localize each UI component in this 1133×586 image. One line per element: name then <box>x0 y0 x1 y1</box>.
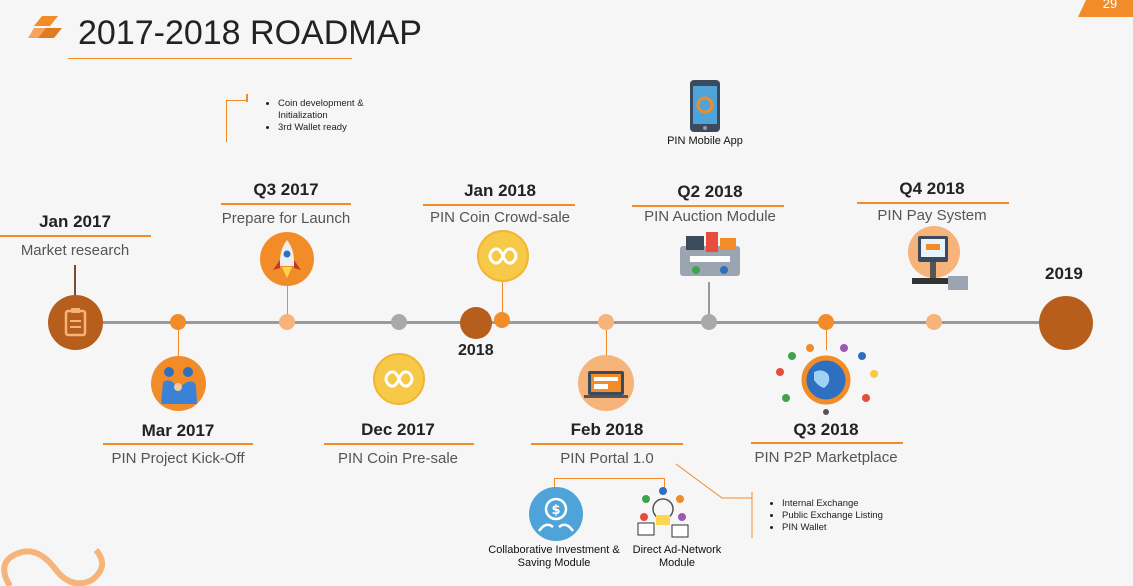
timeline-axis <box>76 321 1066 324</box>
milestone-mar2017-desc: PIN Project Kick-Off <box>111 450 245 467</box>
investment-icon: $ <box>529 487 583 541</box>
connector <box>502 282 503 312</box>
timeline-dot-mar2017 <box>170 314 186 330</box>
monitor-icon <box>578 355 634 411</box>
year-2018-marker <box>460 307 492 339</box>
title-underline <box>68 58 352 59</box>
submodule-connector <box>554 478 555 488</box>
milestone-jan2018-date: Jan 2018 <box>464 181 536 200</box>
brand-logo-icon <box>28 16 62 38</box>
milestone-jan2018-desc: PIN Coin Crowd-sale <box>429 209 571 226</box>
timeline-dot-dec2017 <box>391 314 407 330</box>
year-2019-label: 2019 <box>1045 264 1083 283</box>
connector <box>606 330 607 356</box>
milestone-jan2017-date: Jan 2017 <box>39 212 111 231</box>
milestone-q32017-date: Q3 2017 <box>253 180 319 199</box>
milestone-q32017-underline <box>221 203 351 205</box>
year-2018-label: 2018 <box>458 342 494 359</box>
bullet-item: 3rd Wallet ready <box>278 122 398 134</box>
submodule-investment-label: Collaborative Investment & Saving Module <box>488 544 620 569</box>
page-title: 2017-2018 ROADMAP <box>78 14 422 52</box>
mobile-phone-icon <box>690 80 720 132</box>
submodule-connector <box>554 478 664 479</box>
bullet-item: PIN Wallet <box>782 522 922 534</box>
bullet-item: Internal Exchange <box>782 498 922 510</box>
bracket-line <box>226 100 248 101</box>
milestone-q42018-date: Q4 2018 <box>899 179 965 198</box>
bullet-item: Public Exchange Listing <box>782 510 922 522</box>
handshake-icon <box>151 356 206 411</box>
auction-icon <box>676 226 744 282</box>
page-number: 29 <box>1102 0 1118 11</box>
bracket-line <box>246 94 248 102</box>
timeline-dot-jan2018 <box>494 312 510 328</box>
milestone-feb2018-desc: PIN Portal 1.0 <box>560 450 654 467</box>
milestone-q42018-underline <box>857 202 1009 204</box>
feb2018-bullet-list: Internal Exchange Public Exchange Listin… <box>770 498 922 534</box>
connector <box>178 330 179 358</box>
milestone-q32018-date: Q3 2018 <box>793 420 859 439</box>
pos-terminal-icon <box>904 226 970 296</box>
brand-watermark-icon <box>1 548 105 586</box>
globe-network-icon <box>770 342 882 416</box>
bracket-line <box>226 100 227 142</box>
svg-text:$: $ <box>551 503 560 518</box>
pin-coin-icon <box>373 353 425 405</box>
timeline-dot-q42018 <box>926 314 942 330</box>
connector <box>826 330 827 350</box>
milestone-dec2017-underline <box>324 443 474 445</box>
page-number-tab <box>1078 0 1133 17</box>
connector <box>74 265 76 295</box>
milestone-q22018-underline <box>632 205 784 207</box>
q32017-bullet-list: Coin development & Initialization 3rd Wa… <box>266 98 398 134</box>
bracket-line <box>676 463 753 538</box>
connector <box>287 286 288 314</box>
milestone-q22018-desc: PIN Auction Module <box>644 208 776 225</box>
milestone-mar2017-underline <box>103 443 253 445</box>
milestone-dec2017-date: Dec 2017 <box>361 420 435 439</box>
milestone-feb2018-date: Feb 2018 <box>570 420 644 439</box>
timeline-dot-q32017 <box>279 314 295 330</box>
connector <box>708 282 710 314</box>
milestone-q32017-desc: Prepare for Launch <box>221 210 351 227</box>
submodule-connector <box>664 478 665 488</box>
timeline-dot-q32018 <box>818 314 834 330</box>
timeline-dot-q22018 <box>701 314 717 330</box>
pin-coin-icon <box>477 230 529 282</box>
milestone-feb2018-underline <box>531 443 683 445</box>
year-2019-marker <box>1039 296 1093 350</box>
bullet-item: Coin development & Initialization <box>278 98 398 122</box>
clipboard-icon <box>48 295 103 350</box>
milestone-q32018-desc: PIN P2P Marketplace <box>754 449 898 466</box>
milestone-q42018-desc: PIN Pay System <box>877 207 987 224</box>
timeline-dot-feb2018 <box>598 314 614 330</box>
mobile-app-label: PIN Mobile App <box>667 135 743 147</box>
ad-network-icon <box>634 485 692 541</box>
milestone-mar2017-date: Mar 2017 <box>141 421 215 440</box>
milestone-dec2017-desc: PIN Coin Pre-sale <box>337 450 459 467</box>
milestone-jan2017-underline <box>0 235 151 237</box>
milestone-jan2018-underline <box>423 204 575 206</box>
milestone-jan2017-desc: Market research <box>20 242 130 259</box>
rocket-icon <box>260 232 314 286</box>
milestone-q22018-date: Q2 2018 <box>677 182 743 201</box>
submodule-adnetwork-label: Direct Ad-Network Module <box>632 544 722 569</box>
milestone-q32018-underline <box>751 442 903 444</box>
